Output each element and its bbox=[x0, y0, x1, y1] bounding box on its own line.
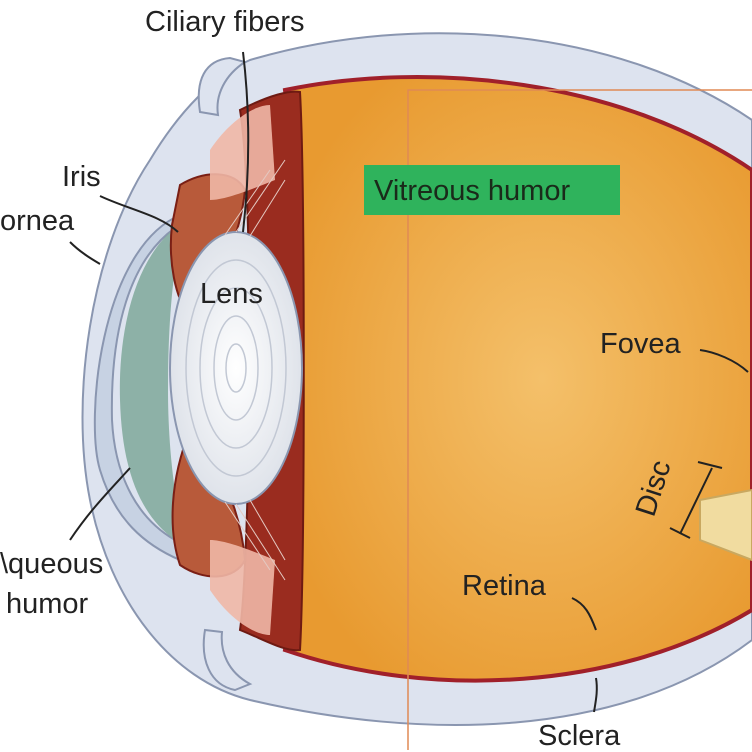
label-aqueous-humor-line1: \queous bbox=[0, 550, 103, 579]
label-vitreous-humor: Vitreous humor bbox=[374, 175, 570, 208]
label-ciliary-fibers: Ciliary fibers bbox=[145, 8, 305, 37]
label-iris: Iris bbox=[62, 163, 101, 192]
label-aqueous-humor-line2: humor bbox=[6, 590, 88, 619]
label-lens: Lens bbox=[200, 280, 263, 309]
label-cornea: ornea bbox=[0, 207, 74, 236]
label-fovea: Fovea bbox=[600, 330, 681, 359]
lens bbox=[170, 232, 302, 504]
label-retina: Retina bbox=[462, 572, 546, 601]
label-sclera: Sclera bbox=[538, 722, 620, 751]
vitreous-humor-highlight: Vitreous humor bbox=[364, 165, 620, 215]
